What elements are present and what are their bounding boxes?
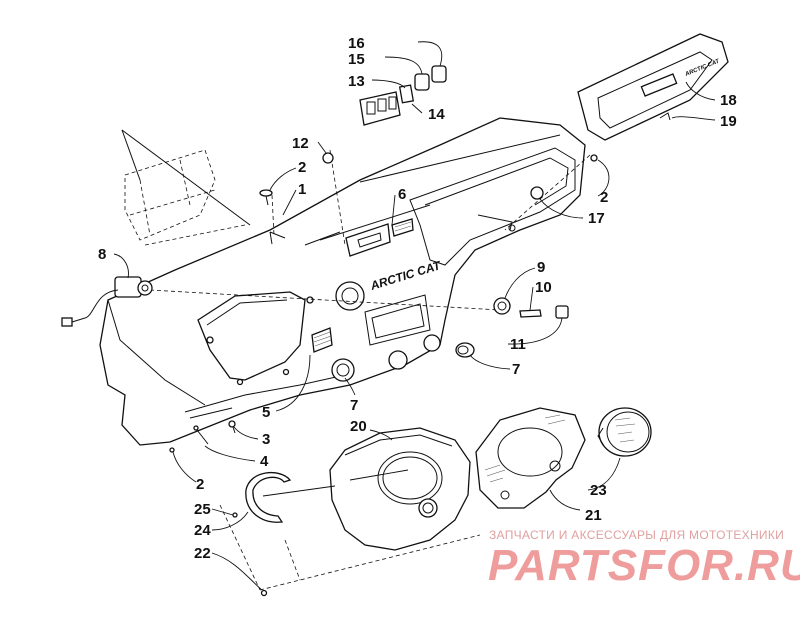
callout-23: 23: [590, 482, 607, 499]
callout-15: 15: [348, 51, 365, 68]
callout-1: 1: [298, 181, 306, 198]
fastener-part-2-top: [259, 189, 273, 206]
faceplate-part-21: [475, 407, 586, 509]
callout-6: 6: [398, 186, 406, 203]
callout-labels: 16 15 13 14 12 2 1 6 18 19 2 17 8 9 10 1…: [98, 35, 737, 562]
switch-block-part-13: [359, 91, 401, 126]
cap-part-16: [431, 65, 447, 83]
key-part-10: [519, 309, 542, 318]
ignition-switch-part-8: [61, 276, 153, 327]
callout-2-top: 2: [298, 159, 306, 176]
watermark: ЗАПЧАСТИ И АКСЕССУАРЫ ДЛЯ МОТОТЕХНИКИ PA…: [488, 528, 800, 590]
callout-21: 21: [585, 507, 602, 524]
callout-7-right: 7: [512, 361, 520, 378]
cap-part-11: [555, 305, 569, 319]
callout-12: 12: [292, 135, 309, 152]
screw-part-4: [193, 425, 209, 445]
callout-leaders: [113, 41, 716, 591]
callout-8: 8: [98, 246, 106, 263]
bracket-ring-part-24: [245, 471, 292, 523]
callout-2-right: 2: [600, 189, 608, 206]
callout-10: 10: [535, 279, 552, 296]
fastener-part-2-bottom: [169, 447, 175, 453]
fastener-part-2-right: [590, 154, 598, 162]
mount-bracket-outline: [121, 129, 251, 246]
callout-7-left: 7: [350, 397, 358, 414]
callout-20: 20: [350, 418, 367, 435]
callout-19: 19: [720, 113, 737, 130]
bushing-part-17: [477, 186, 544, 232]
callout-22: 22: [194, 545, 211, 562]
screw-part-22: [260, 589, 268, 597]
callout-2-bottom: 2: [196, 476, 204, 493]
callout-11: 11: [510, 336, 526, 353]
watermark-site: PARTSFOR.RU: [488, 541, 800, 590]
callout-3: 3: [262, 431, 270, 448]
plug-part-7: [455, 342, 475, 358]
gauge-part-23: [597, 407, 652, 457]
dashboard-main-body: ARCTIC CAT: [99, 117, 586, 446]
callout-24: 24: [194, 522, 211, 539]
assembly-axis-lines: [149, 149, 591, 591]
callout-17: 17: [588, 210, 605, 227]
callout-4: 4: [260, 453, 269, 470]
screw-part-25: [232, 512, 238, 518]
callout-13: 13: [348, 73, 365, 90]
callout-14: 14: [428, 106, 445, 123]
instrument-pod-part-20: [329, 427, 471, 551]
callout-5: 5: [262, 404, 270, 421]
callout-18: 18: [720, 92, 737, 109]
knob-part-12: [322, 152, 334, 164]
gauge-bezel-part-18: ARCTIC CAT: [577, 33, 729, 141]
screw-part-3: [228, 420, 236, 434]
callout-9: 9: [537, 259, 545, 276]
watermark-tagline: ЗАПЧАСТИ И АКСЕССУАРЫ ДЛЯ МОТОТЕХНИКИ: [489, 528, 784, 542]
lock-ring-part-9: [493, 297, 511, 315]
cap-part-15: [414, 73, 430, 91]
callout-16: 16: [348, 35, 365, 52]
switch-part-14: [398, 84, 415, 104]
callout-25: 25: [194, 501, 211, 518]
